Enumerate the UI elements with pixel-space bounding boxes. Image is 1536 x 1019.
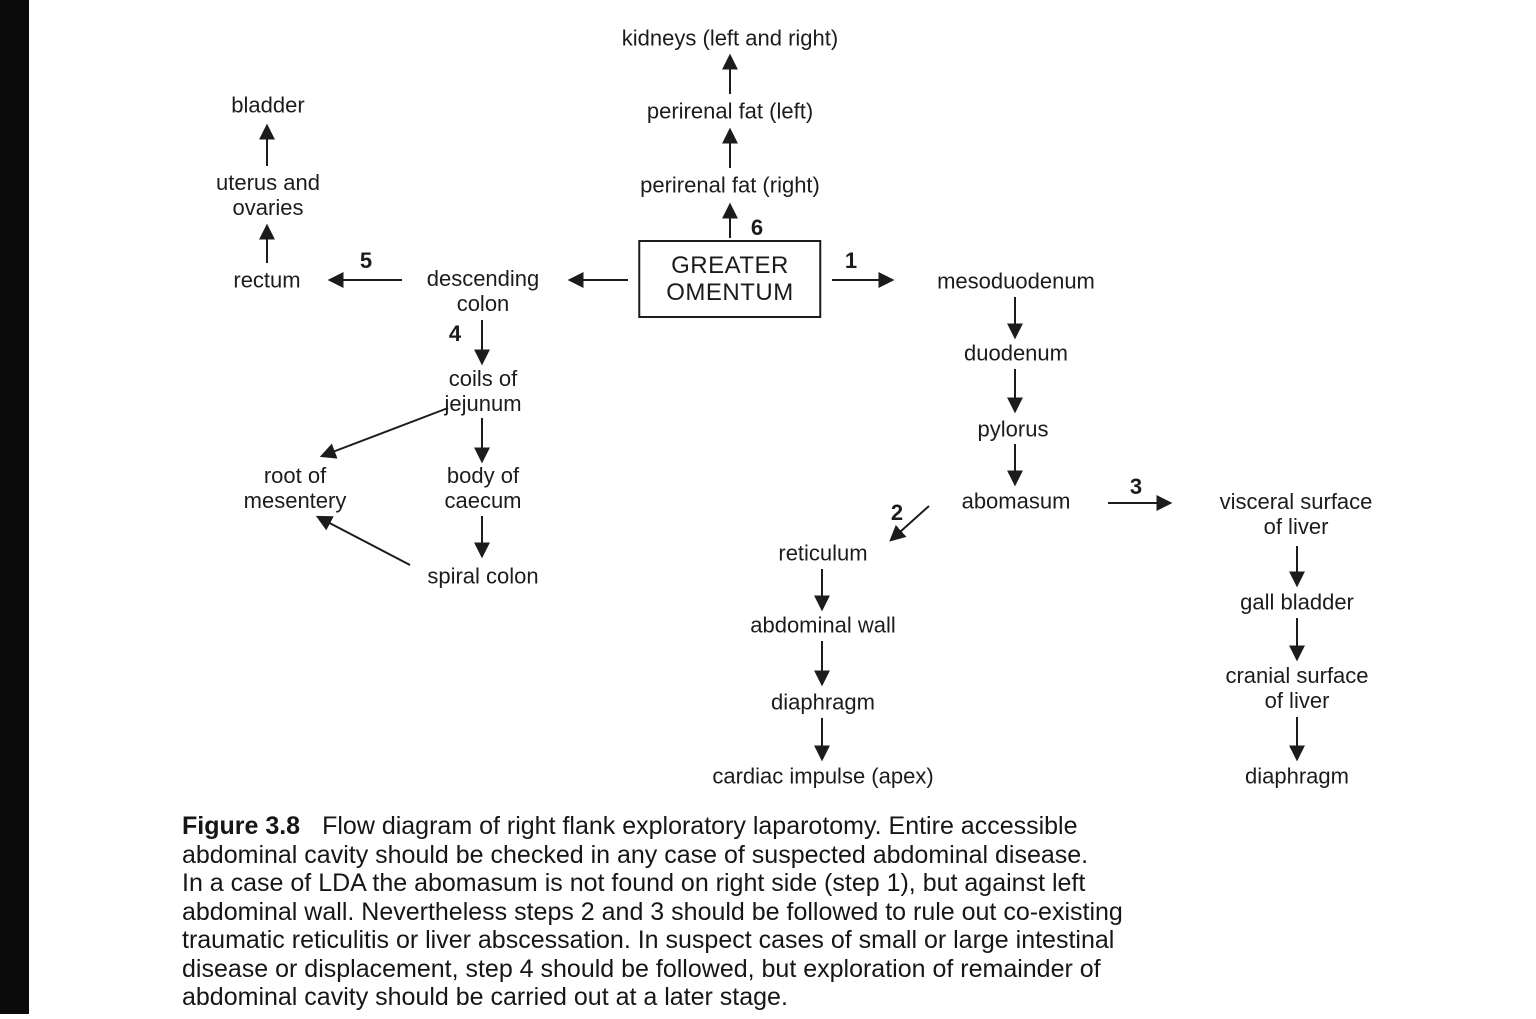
node-body-of-caecum: body of caecum: [444, 463, 522, 513]
node-abdominal-wall: abdominal wall: [750, 612, 896, 638]
step-label-4: 4: [448, 321, 462, 346]
node-pylorus: pylorus: [977, 416, 1049, 442]
node-diaphragm-left: diaphragm: [771, 689, 875, 715]
node-spiral-colon: spiral colon: [427, 563, 539, 589]
scan-edge-bar: [0, 0, 29, 1014]
node-uterus-and-ovaries: uterus and ovaries: [216, 170, 320, 220]
node-diaphragm-right: diaphragm: [1245, 763, 1349, 789]
node-cranial-surface-of-liver: cranial surface of liver: [1225, 663, 1369, 713]
node-cardiac-impulse: cardiac impulse (apex): [712, 763, 934, 789]
node-perirenal-fat-right: perirenal fat (right): [640, 172, 820, 198]
node-root-of-mesentery: root of mesentery: [243, 463, 347, 513]
node-perirenal-fat-left: perirenal fat (left): [646, 98, 814, 124]
node-reticulum: reticulum: [778, 540, 868, 566]
node-visceral-surface-of-liver: visceral surface of liver: [1219, 489, 1373, 539]
node-mesoduodenum: mesoduodenum: [937, 268, 1095, 294]
figure-caption-text: Flow diagram of right flank exploratory …: [182, 812, 1123, 1011]
node-coils-of-jejunum: coils of jejunum: [444, 366, 522, 416]
arrow-coils-to-root-of-mesentery: [319, 407, 449, 459]
node-gall-bladder: gall bladder: [1240, 589, 1354, 615]
node-duodenum: duodenum: [964, 340, 1068, 366]
node-greater-omentum: GREATER OMENTUM: [638, 240, 822, 318]
step-label-1: 1: [844, 248, 858, 273]
node-abomasum: abomasum: [961, 488, 1071, 514]
figure-caption-label: Figure 3.8: [182, 812, 301, 840]
node-bladder: bladder: [231, 92, 305, 118]
arrow-spiral-colon-to-root-of-mesentery: [315, 515, 411, 566]
step-label-2: 2: [890, 500, 904, 525]
step-label-3: 3: [1129, 474, 1143, 499]
node-rectum: rectum: [233, 267, 301, 293]
node-descending-colon: descending colon: [426, 266, 540, 316]
step-label-6: 6: [750, 215, 764, 240]
step-label-5: 5: [359, 248, 373, 273]
node-kidneys: kidneys (left and right): [621, 25, 839, 51]
